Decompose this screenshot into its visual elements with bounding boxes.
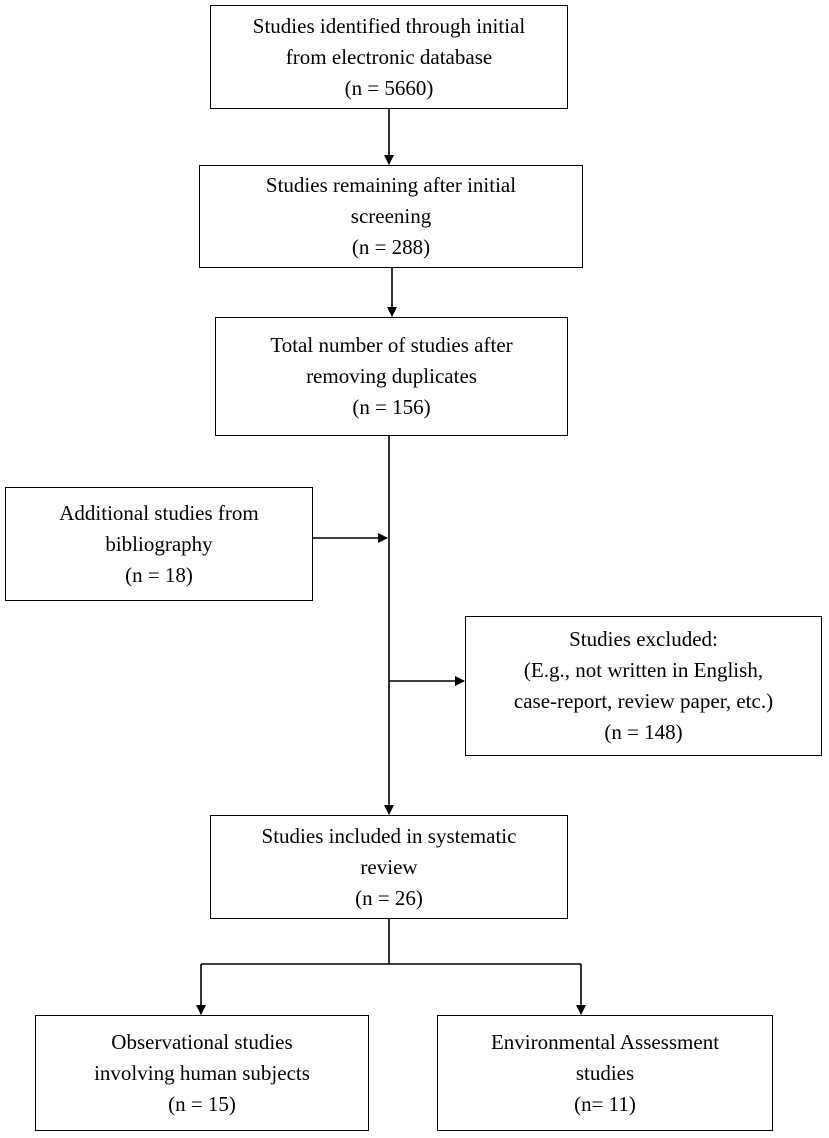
box-line: Additional studies from: [59, 500, 259, 525]
box-line: Total number of studies after: [270, 333, 513, 357]
box-line: case-report, review paper, etc.): [513, 689, 774, 713]
box-identified: Studies identified through initial from …: [210, 5, 568, 109]
box-line: Observational studies: [111, 1029, 293, 1054]
box-line: from electronic database: [285, 44, 493, 69]
box-line: (n = 18): [125, 562, 193, 587]
box-line: (n = 5660): [344, 75, 434, 100]
box-line: (E.g., not written in English,: [523, 658, 764, 682]
box-line: (n = 15): [168, 1091, 236, 1116]
box-line: Studies included in systematic: [261, 823, 517, 848]
box-line: (n = 156): [352, 395, 431, 419]
box-line: studies: [575, 1060, 635, 1085]
box-additional: Additional studies from bibliography (n …: [5, 487, 313, 601]
box-line: Environmental Assessment: [490, 1029, 720, 1054]
box-line: screening: [350, 204, 432, 228]
box-included: Studies included in systematic review (n…: [210, 815, 568, 919]
box-line: Studies excluded:: [569, 627, 718, 651]
box-line: removing duplicates: [306, 364, 477, 388]
box-line: (n = 148): [604, 720, 683, 744]
box-line: (n = 288): [351, 235, 431, 259]
box-line: (n = 26): [355, 885, 423, 910]
box-line: Studies remaining after initial: [265, 173, 517, 197]
box-line: review: [360, 854, 418, 879]
box-line: Studies identified through initial: [252, 13, 526, 38]
box-duplicates: Total number of studies after removing d…: [215, 317, 568, 436]
box-line: bibliography: [105, 531, 213, 556]
box-observational: Observational studies involving human su…: [35, 1015, 369, 1131]
box-line: involving human subjects: [94, 1060, 310, 1085]
box-excluded: Studies excluded: (E.g., not written in …: [465, 616, 822, 756]
box-line: (n= 11): [574, 1091, 636, 1116]
box-screening: Studies remaining after initial screenin…: [199, 165, 583, 268]
box-environmental: Environmental Assessment studies (n= 11): [437, 1015, 773, 1131]
